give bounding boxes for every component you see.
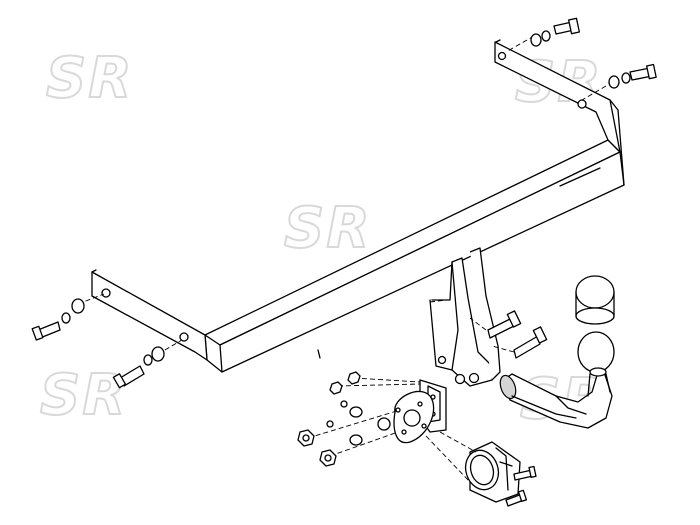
right-bracket [494, 39, 625, 186]
bracket-nut [179, 332, 189, 342]
electrical-socket [464, 441, 521, 503]
bolts [31, 17, 657, 507]
bolt-center-lower [513, 326, 548, 359]
watermark-bottom-left: SR [39, 362, 128, 429]
crossbar [204, 139, 625, 373]
watermark-top-left: SR [45, 45, 134, 112]
bolt-center-upper [487, 310, 522, 339]
washers [61, 30, 631, 446]
bolt-left-upper [31, 321, 61, 341]
bolt-left-lower [112, 365, 145, 389]
plate-hole [468, 372, 480, 384]
bolt-right [629, 63, 657, 81]
plate-hole [454, 373, 466, 385]
center-mount-plate [429, 247, 501, 387]
tow-ball [577, 331, 615, 397]
screw-socket-lower [505, 489, 528, 507]
nuts [297, 371, 361, 467]
assembly-lines [77, 35, 607, 483]
watermark-center: SR [283, 195, 372, 262]
left-bracket [91, 269, 208, 361]
socket-plate [393, 379, 447, 444]
tow-ball-arm [499, 371, 613, 429]
bolt-top-right [553, 17, 581, 35]
screw-socket-upper [513, 465, 537, 481]
ball-cover-cap [575, 275, 615, 325]
bracket-hole [497, 51, 507, 61]
bracket-nut [577, 99, 587, 109]
bracket-nut [101, 288, 111, 298]
plate-hole [437, 355, 447, 365]
